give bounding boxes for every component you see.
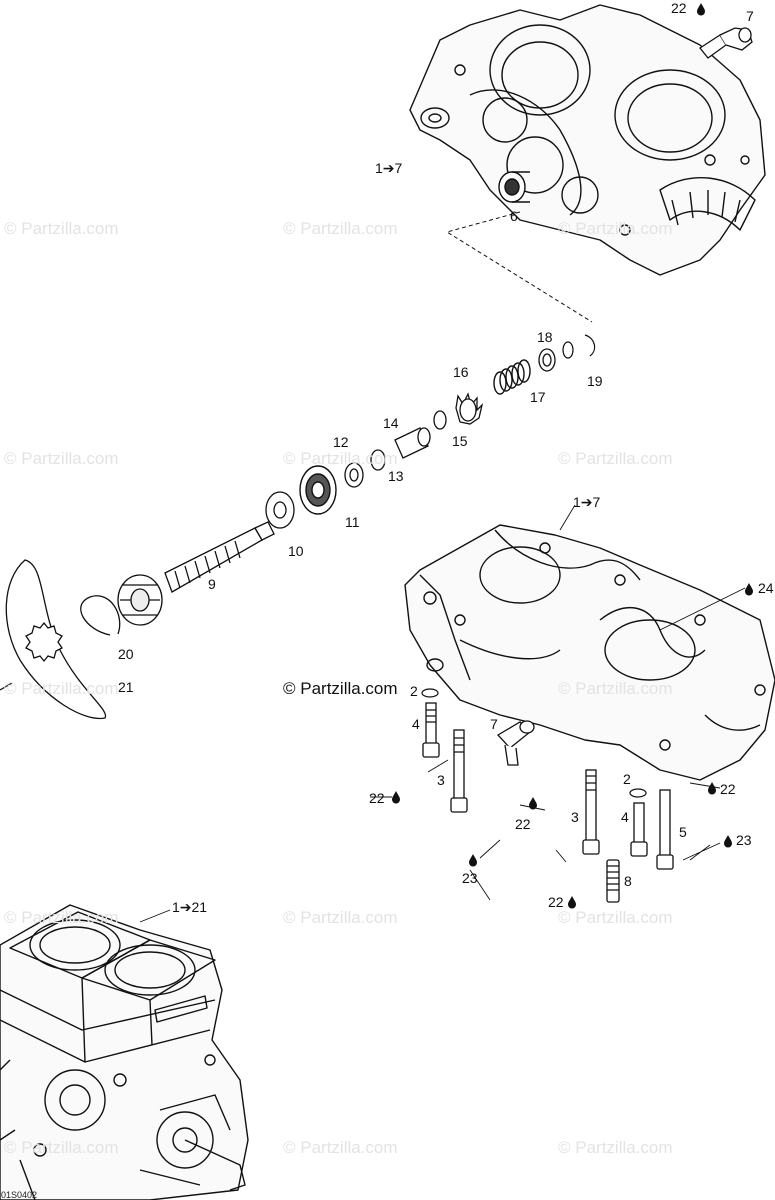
engine-leader-line (139, 909, 171, 923)
callout-5: 5 (679, 824, 687, 840)
drawing-code: 01S0402 (1, 1190, 38, 1200)
watermark: © Partzilla.com (4, 449, 119, 468)
callout-7-top: 7 (746, 8, 754, 24)
watermark: © Partzilla.com (558, 679, 673, 698)
callout-18: 18 (537, 329, 553, 345)
callout-22-top: 22 (671, 0, 687, 16)
callout-22-bottom: 22 (548, 894, 564, 910)
elbow-fitting-mid (496, 720, 535, 766)
callout-23-right: 23 (736, 832, 752, 848)
stud-8 (606, 859, 620, 903)
gear-16 (455, 392, 484, 425)
callout-6: 6 (510, 208, 518, 224)
watermark: © Partzilla.com (4, 219, 119, 238)
watermark: © Partzilla.com (283, 449, 398, 468)
callout-22-left: 22 (369, 790, 385, 806)
washer-12 (344, 462, 364, 488)
watermark: © Partzilla.com (4, 908, 119, 927)
alignment-dashed-line (445, 211, 593, 323)
watermark: © Partzilla.com (4, 1138, 119, 1157)
callout-1to7-mid: 1➔7 (573, 494, 601, 510)
sealant-drop-23-right (724, 835, 732, 848)
circlip-19 (562, 334, 596, 359)
sealant-drop-22-bottom (568, 896, 576, 909)
watermark: © Partzilla.com (4, 679, 119, 698)
sleeve-14 (394, 427, 431, 459)
washer-10 (265, 491, 295, 529)
callout-1to7-top: 1➔7 (375, 160, 403, 176)
output-shaft-9 (117, 521, 275, 626)
callout-4-right: 4 (621, 809, 629, 825)
lower-crankcase (404, 524, 775, 781)
washer-2-right (629, 788, 647, 798)
bolt-4-left (422, 702, 440, 758)
engine-assembly (0, 904, 249, 1200)
upper-crankcase (409, 4, 766, 276)
sealant-drop-23-left (469, 854, 477, 867)
sealant-drop-22-left (392, 791, 400, 804)
watermark: © Partzilla.com (283, 1138, 398, 1157)
elbow-fitting-top (699, 27, 753, 59)
callout-21: 21 (118, 679, 134, 695)
watermark: © Partzilla.com (558, 908, 673, 927)
callout-24: 24 (758, 580, 774, 596)
sealant-drop-22-mid (529, 797, 537, 810)
watermark: © Partzilla.com (558, 449, 673, 468)
bolt-3-mid (582, 769, 600, 855)
callout-4-left: 4 (412, 716, 420, 732)
callout-3-left: 3 (437, 772, 445, 788)
bolt-5 (656, 789, 674, 870)
circlip-20 (80, 595, 121, 636)
callout-20: 20 (118, 646, 134, 662)
callout-23-left: 23 (462, 870, 478, 886)
callout-11: 11 (345, 514, 360, 530)
watermark: © Partzilla.com (283, 908, 398, 927)
callout-7-mid: 7 (490, 716, 498, 732)
sealant-drop-22-right (708, 782, 716, 795)
sealant-drop-24 (745, 583, 753, 596)
watermark-strong: © Partzilla.com (283, 679, 398, 698)
callout-8: 8 (624, 873, 632, 889)
sealant-drop-22-top (697, 3, 705, 16)
bolt-4-right (630, 802, 648, 857)
callout-2-left: 2 (410, 683, 418, 699)
watermark: © Partzilla.com (283, 219, 398, 238)
ring-15 (433, 410, 447, 430)
watermark: © Partzilla.com (558, 219, 673, 238)
callout-9: 9 (208, 576, 216, 592)
callout-22-mid: 22 (515, 816, 531, 832)
callout-14: 14 (383, 415, 399, 431)
bearing-11 (299, 465, 337, 515)
spring-17 (493, 359, 531, 395)
bearing-18 (538, 348, 556, 372)
callout-19: 19 (587, 373, 603, 389)
callout-2-right: 2 (623, 771, 631, 787)
callout-10: 10 (288, 543, 304, 559)
callout-12: 12 (333, 434, 349, 450)
callout-17: 17 (530, 389, 546, 405)
gasket-21 (0, 559, 107, 720)
callout-3-mid: 3 (571, 809, 579, 825)
callout-13: 13 (388, 468, 404, 484)
bearing-6 (498, 171, 530, 203)
callout-15: 15 (452, 433, 468, 449)
callout-16: 16 (453, 364, 469, 380)
callout-1to21: 1➔21 (172, 899, 208, 915)
ring-13 (370, 449, 386, 471)
callout-22-right: 22 (720, 781, 736, 797)
bolt-3-left (450, 729, 468, 813)
washer-2-left (421, 688, 439, 698)
watermark: © Partzilla.com (558, 1138, 673, 1157)
